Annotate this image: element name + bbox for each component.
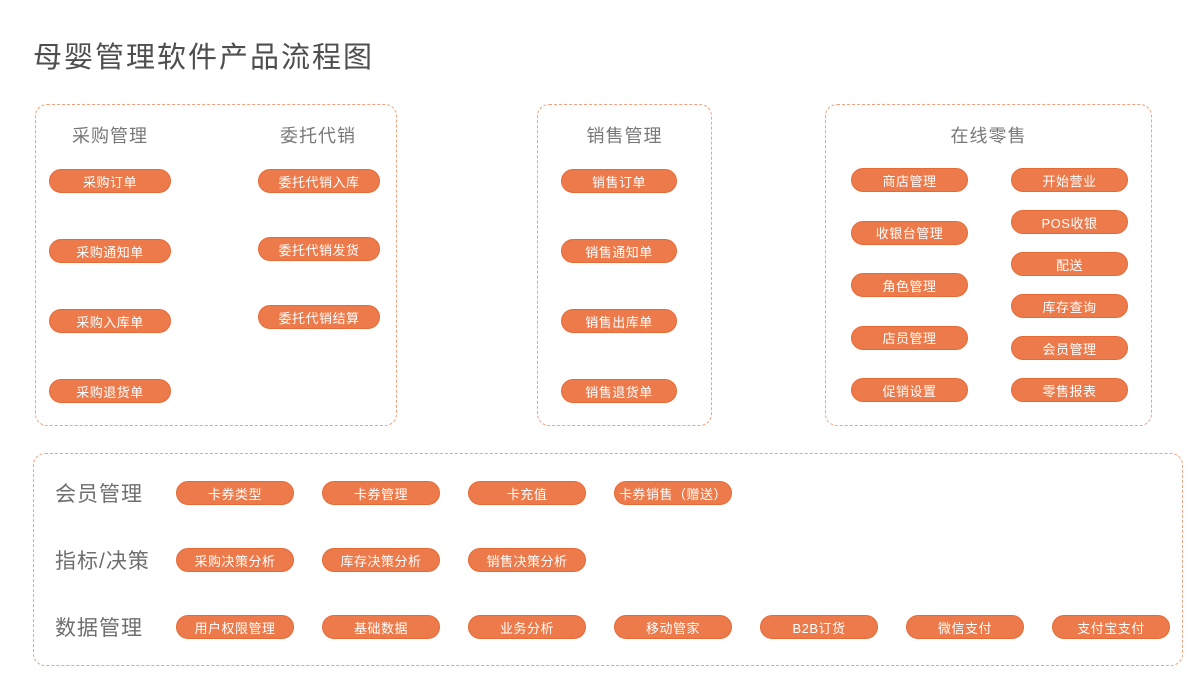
member-management-label: 会员管理 [55,483,143,506]
metrics-decision-row: 指标/决策 采购决策分析 库存决策分析 销售决策分析 [34,548,1182,573]
data-management-buttons: 用户权限管理 基础数据 业务分析 移动管家 B2B订货 微信支付 支付宝支付 [176,615,1170,639]
consignment-shipping-button[interactable]: 委托代销发货 [258,237,380,261]
sales-decision-analysis-button[interactable]: 销售决策分析 [468,548,586,572]
purchase-order-button[interactable]: 采购订单 [49,169,171,193]
metrics-decision-buttons: 采购决策分析 库存决策分析 销售决策分析 [176,548,586,572]
role-management-button[interactable]: 角色管理 [851,273,968,297]
b2b-ordering-button[interactable]: B2B订货 [760,615,878,639]
mobile-manager-button[interactable]: 移动管家 [614,615,732,639]
sales-return-button[interactable]: 销售退货单 [561,379,677,403]
section-header-purchase: 采购管理 [72,126,148,146]
card-sales-gift-button[interactable]: 卡券销售（赠送） [614,481,732,505]
delivery-button[interactable]: 配送 [1011,252,1128,276]
panel-sales: 销售管理 销售订单 销售通知单 销售出库单 销售退货单 [537,104,712,426]
metrics-decision-label: 指标/决策 [55,550,150,573]
consignment-inbound-button[interactable]: 委托代销入库 [258,169,380,193]
card-type-button[interactable]: 卡券类型 [176,481,294,505]
section-header-online-retail: 在线零售 [950,126,1027,146]
page-title: 母婴管理软件产品流程图 [33,42,375,74]
section-header-sales: 销售管理 [586,126,663,146]
alipay-pay-button[interactable]: 支付宝支付 [1052,615,1170,639]
business-analysis-button[interactable]: 业务分析 [468,615,586,639]
data-management-label: 数据管理 [55,617,143,640]
consignment-settlement-button[interactable]: 委托代销结算 [258,305,380,329]
sales-notice-button[interactable]: 销售通知单 [561,239,677,263]
card-recharge-button[interactable]: 卡充值 [468,481,586,505]
purchase-column: 采购订单 采购通知单 采购入库单 采购退货单 [49,169,171,403]
pos-cashier-button[interactable]: POS收银 [1011,210,1128,234]
promotion-settings-button[interactable]: 促销设置 [851,378,968,402]
purchase-inbound-button[interactable]: 采购入库单 [49,309,171,333]
inventory-decision-analysis-button[interactable]: 库存决策分析 [322,548,440,572]
purchase-return-button[interactable]: 采购退货单 [49,379,171,403]
section-header-consignment: 委托代销 [280,126,356,146]
member-management-row: 会员管理 卡券类型 卡券管理 卡充值 卡券销售（赠送） [34,481,1182,506]
panel-purchase-consignment: 采购管理 委托代销 采购订单 采购通知单 采购入库单 采购退货单 委托代销入库 … [35,104,397,426]
sales-outbound-button[interactable]: 销售出库单 [561,309,677,333]
retail-right-column: 开始营业 POS收银 配送 库存查询 会员管理 零售报表 [1011,168,1128,402]
wechat-pay-button[interactable]: 微信支付 [906,615,1024,639]
panel-bottom: 会员管理 卡券类型 卡券管理 卡充值 卡券销售（赠送） 指标/决策 采购决策分析… [33,453,1183,666]
start-business-button[interactable]: 开始营业 [1011,168,1128,192]
member-management-buttons: 卡券类型 卡券管理 卡充值 卡券销售（赠送） [176,481,732,505]
cashier-desk-management-button[interactable]: 收银台管理 [851,220,968,245]
card-management-button[interactable]: 卡券管理 [322,481,440,505]
staff-management-button[interactable]: 店员管理 [851,325,968,350]
store-management-button[interactable]: 商店管理 [851,168,968,192]
sales-order-button[interactable]: 销售订单 [561,169,677,193]
data-management-row: 数据管理 用户权限管理 基础数据 业务分析 移动管家 B2B订货 微信支付 支付… [34,615,1182,640]
consignment-column: 委托代销入库 委托代销发货 委托代销结算 [258,169,380,329]
retail-left-column: 商店管理 收银台管理 角色管理 店员管理 促销设置 [851,168,968,402]
purchase-notice-button[interactable]: 采购通知单 [49,239,171,263]
member-management-button[interactable]: 会员管理 [1011,336,1128,360]
panel-online-retail: 在线零售 商店管理 收银台管理 角色管理 店员管理 促销设置 开始营业 POS收… [825,104,1152,426]
purchase-decision-analysis-button[interactable]: 采购决策分析 [176,548,294,572]
retail-report-button[interactable]: 零售报表 [1011,378,1128,402]
inventory-query-button[interactable]: 库存查询 [1011,294,1128,318]
user-permission-button[interactable]: 用户权限管理 [176,615,294,639]
sales-column: 销售订单 销售通知单 销售出库单 销售退货单 [561,169,677,403]
basic-data-button[interactable]: 基础数据 [322,615,440,639]
